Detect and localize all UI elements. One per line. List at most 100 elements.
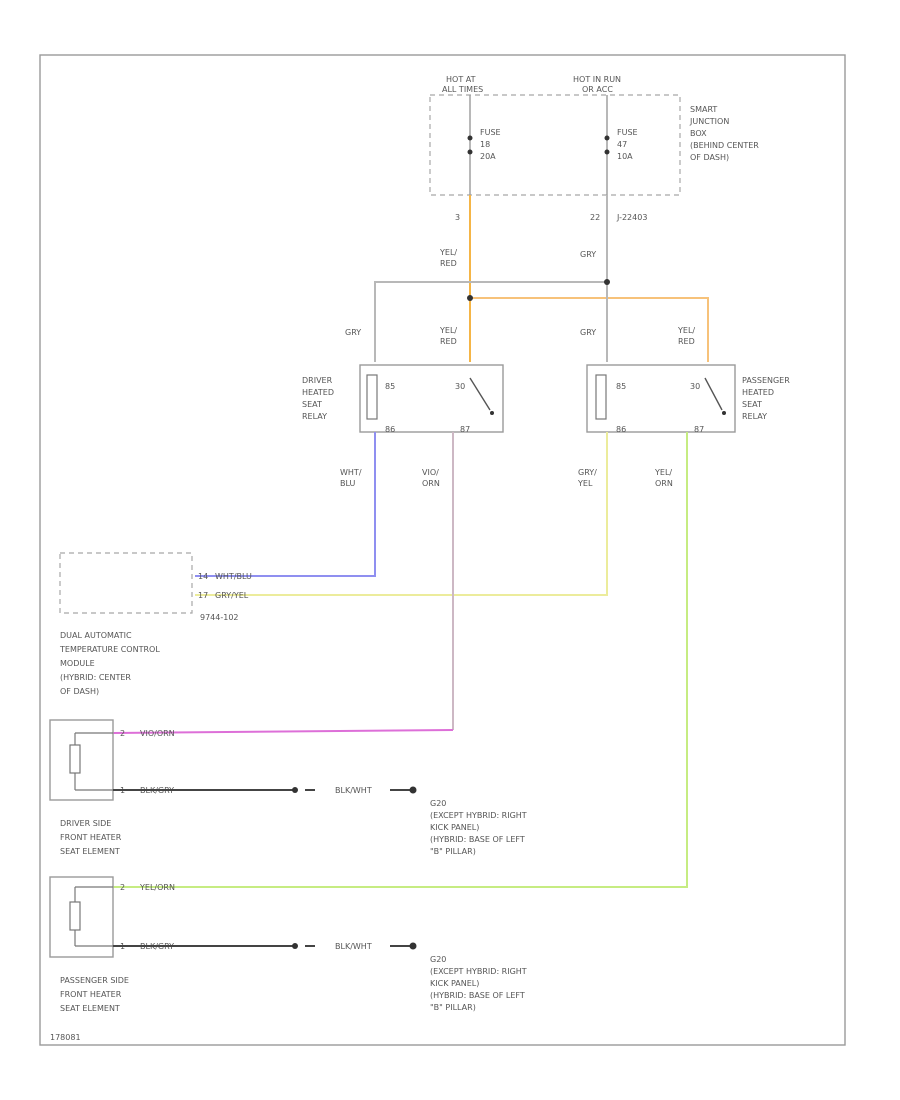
yel-red-branch-wire <box>470 297 709 362</box>
fuse-47-label-line3: 10A <box>617 152 633 161</box>
sjb-pin-22: 22 <box>590 213 600 222</box>
passenger-relay-pin-87: 87 <box>694 425 704 434</box>
driver-relay-coil-icon <box>366 374 378 420</box>
passenger-heated-seat-relay <box>586 364 736 433</box>
ground1-label-4: (HYBRID: BASE OF LEFT <box>430 835 525 844</box>
driver-relay-contact-icon <box>490 411 494 415</box>
wire-label-yel-red-pass-2: RED <box>678 337 695 346</box>
passenger-relay-switch-icon <box>704 377 723 411</box>
ground2-label-5: "B" PILLAR) <box>430 1003 476 1012</box>
atc-label-2: TEMPERATURE CONTROL <box>59 645 160 654</box>
wire-label-vio-orn-2: ORN <box>422 479 440 488</box>
wire-label-yel-orn-h: YEL/ORN <box>139 883 175 892</box>
ground-g20-icon-2 <box>409 942 417 950</box>
wire-label-wht-blu-h: WHT/BLU <box>215 572 252 581</box>
passenger-seat-pin-2: 2 <box>120 883 125 892</box>
passenger-relay-coil-icon <box>595 374 607 420</box>
driver-side-front-heater-seat-element <box>49 719 114 801</box>
ground1-label-1: G20 <box>430 799 446 808</box>
wire-label-gry-yel-1: GRY/ <box>578 468 597 477</box>
driver-relay-label-3: SEAT <box>302 400 322 409</box>
wire-label-vio-orn-h: VIO/ORN <box>140 729 175 738</box>
ground2-label-2: (EXCEPT HYBRID: RIGHT <box>430 967 527 976</box>
sjb-hot-in-run-line2: OR ACC <box>582 85 613 94</box>
atc-label-1: DUAL AUTOMATIC <box>60 631 132 640</box>
wire-label-yel-red-driver-2: RED <box>440 337 457 346</box>
wire-label-yel-orn-2: ORN <box>655 479 673 488</box>
passenger-seat-label-3: SEAT ELEMENT <box>60 1004 120 1013</box>
smart-junction-box <box>429 94 681 196</box>
wire-label-yel-red-top-2: RED <box>440 259 457 268</box>
sjb-connector-label: J-22403 <box>616 213 647 222</box>
ground2-label-1: G20 <box>430 955 446 964</box>
sjb-hot-at-all-times-line2: ALL TIMES <box>442 85 483 94</box>
vio-orn-seat-wire <box>112 729 454 734</box>
wht-blu-wire <box>195 432 376 577</box>
yel-orn-wire <box>113 432 688 888</box>
driver-seat-label-2: FRONT HEATER <box>60 833 122 842</box>
atc-label-5: OF DASH) <box>60 687 99 696</box>
splice-gry <box>604 279 610 285</box>
sjb-label-line4: (BEHIND CENTER <box>690 141 759 150</box>
driver-seat-heater-icon <box>69 744 81 774</box>
wire-label-yel-orn-1: YEL/ <box>654 468 672 477</box>
driver-heated-seat-relay <box>359 364 504 433</box>
atc-label-3: MODULE <box>60 659 95 668</box>
wire-label-yel-red-driver-1: YEL/ <box>439 326 457 335</box>
ground1-label-5: "B" PILLAR) <box>430 847 476 856</box>
gry-yel-wire <box>195 432 608 596</box>
atc-pin-17: 17 <box>198 591 208 600</box>
driver-ground-splice <box>292 787 298 793</box>
driver-relay-pin-30: 30 <box>455 382 465 391</box>
atc-pin-14: 14 <box>198 572 208 581</box>
passenger-relay-pin-85: 85 <box>616 382 626 391</box>
splice-yel-red <box>467 295 473 301</box>
wire-label-yel-red-top-1: YEL/ <box>439 248 457 257</box>
ground2-label-4: (HYBRID: BASE OF LEFT <box>430 991 525 1000</box>
driver-relay-label-1: DRIVER <box>302 376 333 385</box>
fuse-47-label-line1: FUSE <box>617 128 638 137</box>
sjb-pin-3: 3 <box>455 213 460 222</box>
passenger-relay-pin-86: 86 <box>616 425 626 434</box>
fuse-18-icon-lower <box>467 149 473 155</box>
wire-label-vio-orn-1: VIO/ <box>422 468 439 477</box>
wire-label-yel-red-pass-1: YEL/ <box>677 326 695 335</box>
sjb-label-line5: OF DASH) <box>690 153 729 162</box>
wire-label-gry-yel-2: YEL <box>577 479 593 488</box>
driver-relay-pin-87: 87 <box>460 425 470 434</box>
passenger-relay-pin-30: 30 <box>690 382 700 391</box>
driver-relay-label-2: HEATED <box>302 388 334 397</box>
ground2-label-3: KICK PANEL) <box>430 979 479 988</box>
wire-label-blk-wht-1: BLK/WHT <box>335 786 372 795</box>
gry-branch-wire <box>374 281 607 362</box>
driver-relay-pin-85: 85 <box>385 382 395 391</box>
fuse-47-icon <box>604 135 610 141</box>
ground-g20-icon <box>409 786 417 794</box>
sjb-hot-at-all-times-line1: HOT AT <box>446 75 476 84</box>
diagram-frame <box>39 54 846 1046</box>
passenger-relay-contact-icon <box>722 411 726 415</box>
wire-label-wht-blu-2: BLU <box>340 479 356 488</box>
fuse-47-icon-lower <box>604 149 610 155</box>
wire-label-gry-pass: GRY <box>580 328 596 337</box>
passenger-seat-heater-icon <box>69 901 81 931</box>
sjb-label-line3: BOX <box>690 129 707 138</box>
ground1-label-3: KICK PANEL) <box>430 823 479 832</box>
wire-label-gry-driver: GRY <box>345 328 361 337</box>
passenger-seat-label-2: FRONT HEATER <box>60 990 122 999</box>
wire-label-gry-top: GRY <box>580 250 596 259</box>
passenger-relay-label-4: RELAY <box>742 412 767 421</box>
wire-label-gry-yel-h: GRY/YEL <box>215 591 249 600</box>
atc-connector-label: 9744-102 <box>200 613 239 622</box>
sjb-label-line2: JUNCTION <box>689 117 729 126</box>
fuse-18-label-line2: 18 <box>480 140 490 149</box>
ground1-label-2: (EXCEPT HYBRID: RIGHT <box>430 811 527 820</box>
passenger-ground-splice <box>292 943 298 949</box>
driver-seat-label-3: SEAT ELEMENT <box>60 847 120 856</box>
passenger-side-front-heater-seat-element <box>49 876 114 958</box>
driver-relay-switch-icon <box>469 377 491 411</box>
driver-seat-pin-2: 2 <box>120 729 125 738</box>
diagram-code: 178081 <box>50 1033 81 1042</box>
driver-seat-label-1: DRIVER SIDE <box>60 819 111 828</box>
driver-relay-pin-86: 86 <box>385 425 395 434</box>
